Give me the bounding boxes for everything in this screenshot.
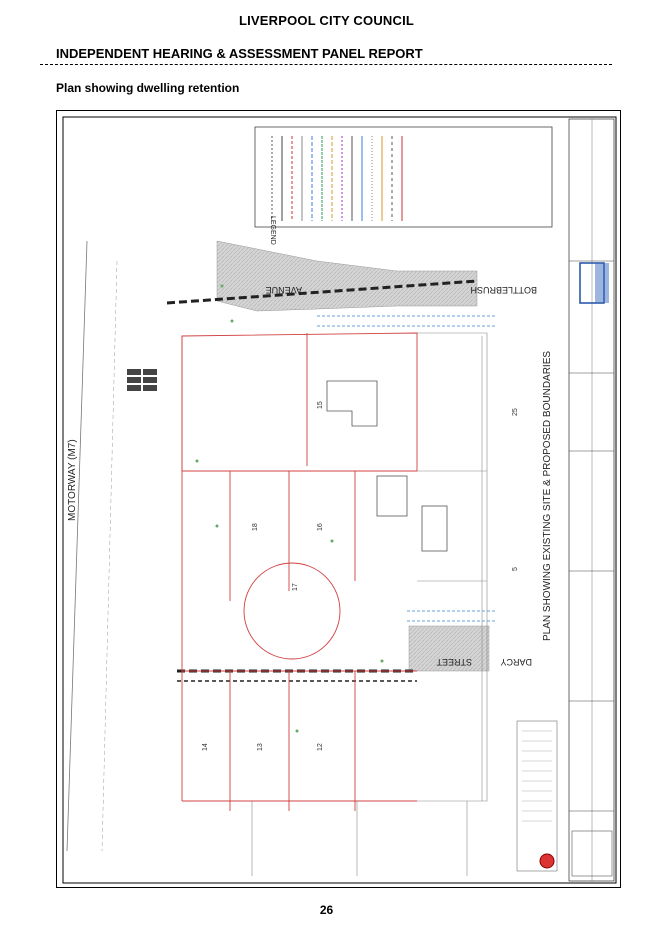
- road-label-bottlebrush: BOTTLEBRUSH: [470, 285, 537, 295]
- svg-text:17: 17: [292, 583, 299, 591]
- title-block: [516, 118, 615, 882]
- service-lines: [317, 315, 497, 622]
- svg-text:18: 18: [252, 523, 259, 531]
- svg-text:16: 16: [317, 523, 324, 531]
- svg-text:25: 25: [512, 408, 519, 416]
- page-number: 26: [319, 903, 334, 917]
- legend-title: LEGEND: [269, 216, 276, 245]
- motorway: MOTORWAY (M7): [66, 240, 118, 852]
- svg-text:5: 5: [512, 567, 519, 571]
- site-plan-drawing: LEGEND AVENUE BOTTLEBRUSH STREET DARCY M…: [56, 110, 621, 888]
- road-label-avenue: AVENUE: [266, 285, 302, 295]
- svg-text:12: 12: [317, 743, 324, 751]
- road-label-darcy: DARCY: [500, 657, 532, 667]
- lot-numbers: 15 18 16 17 14 13 12 25 5: [202, 401, 519, 751]
- legend-box: LEGEND: [254, 126, 553, 245]
- lot-boundaries: [181, 332, 418, 811]
- retained-dwelling: [326, 380, 448, 552]
- bottlebrush-avenue-road: AVENUE BOTTLEBRUSH: [166, 240, 537, 312]
- council-name: LIVERPOOL CITY COUNCIL: [238, 13, 415, 28]
- header-divider: [40, 64, 612, 65]
- figure-caption: Plan showing dwelling retention: [56, 81, 240, 95]
- svg-text:13: 13: [257, 743, 264, 751]
- svg-text:14: 14: [202, 743, 209, 751]
- noise-barrier: [127, 369, 157, 391]
- report-title: INDEPENDENT HEARING & ASSESSMENT PANEL R…: [56, 46, 423, 61]
- trees: [195, 284, 384, 733]
- svg-text:15: 15: [317, 401, 324, 409]
- road-label-motorway: MOTORWAY (M7): [67, 439, 78, 521]
- road-label-street: STREET: [436, 657, 472, 667]
- existing-boundaries: [251, 332, 488, 876]
- plan-title: PLAN SHOWING EXISTING SITE & PROPOSED BO…: [542, 351, 553, 641]
